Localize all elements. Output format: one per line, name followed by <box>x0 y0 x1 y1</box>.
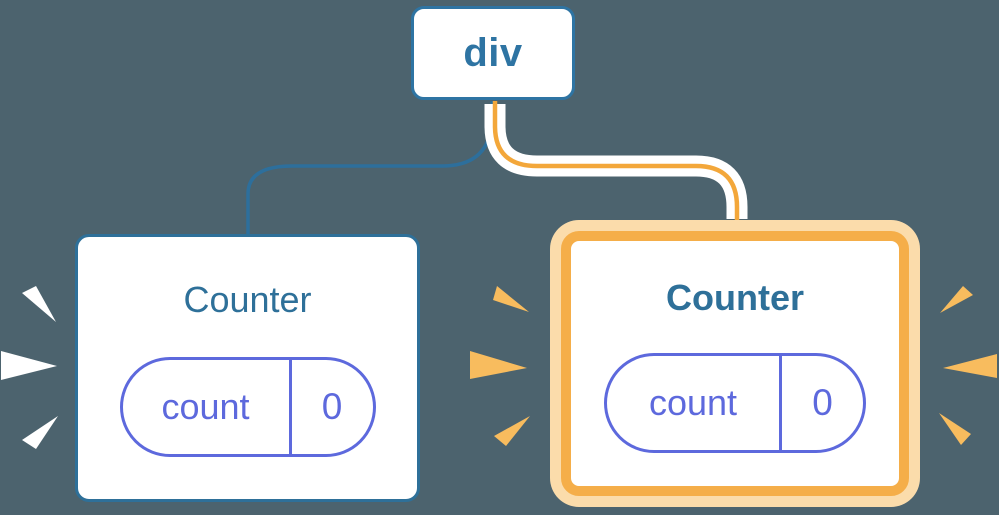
impact-mark-icon <box>943 354 997 378</box>
state-key: count <box>161 386 250 427</box>
impact-mark-icon <box>22 286 56 322</box>
impact-mark-icon <box>22 416 58 449</box>
impact-marks-right-counter-right <box>939 286 997 445</box>
root-node-label: div <box>463 30 523 75</box>
counter-card-right: Counter count 0 <box>561 231 909 496</box>
impact-marks-right-counter-left <box>470 286 530 446</box>
edge-root-to-right-counter-halo <box>484 104 748 219</box>
impact-mark-icon <box>940 286 973 313</box>
root-node-div: div <box>411 6 575 100</box>
edge-root-to-right-counter <box>492 101 740 233</box>
impact-marks-left-counter <box>1 286 58 449</box>
impact-mark-icon <box>470 351 527 379</box>
edge-root-to-left-counter <box>246 101 494 238</box>
impact-mark-icon <box>494 416 530 446</box>
counter-card-left: Counter count 0 <box>75 234 420 502</box>
impact-mark-icon <box>1 351 57 380</box>
state-value: 0 <box>779 356 863 450</box>
state-pill: count 0 <box>604 353 866 453</box>
impact-mark-icon <box>493 286 529 312</box>
counter-title: Counter <box>666 277 804 318</box>
impact-mark-icon <box>939 413 971 445</box>
state-key: count <box>648 382 738 423</box>
counter-title: Counter <box>183 279 312 320</box>
state-pill: count 0 <box>119 357 376 457</box>
state-value: 0 <box>288 360 373 454</box>
